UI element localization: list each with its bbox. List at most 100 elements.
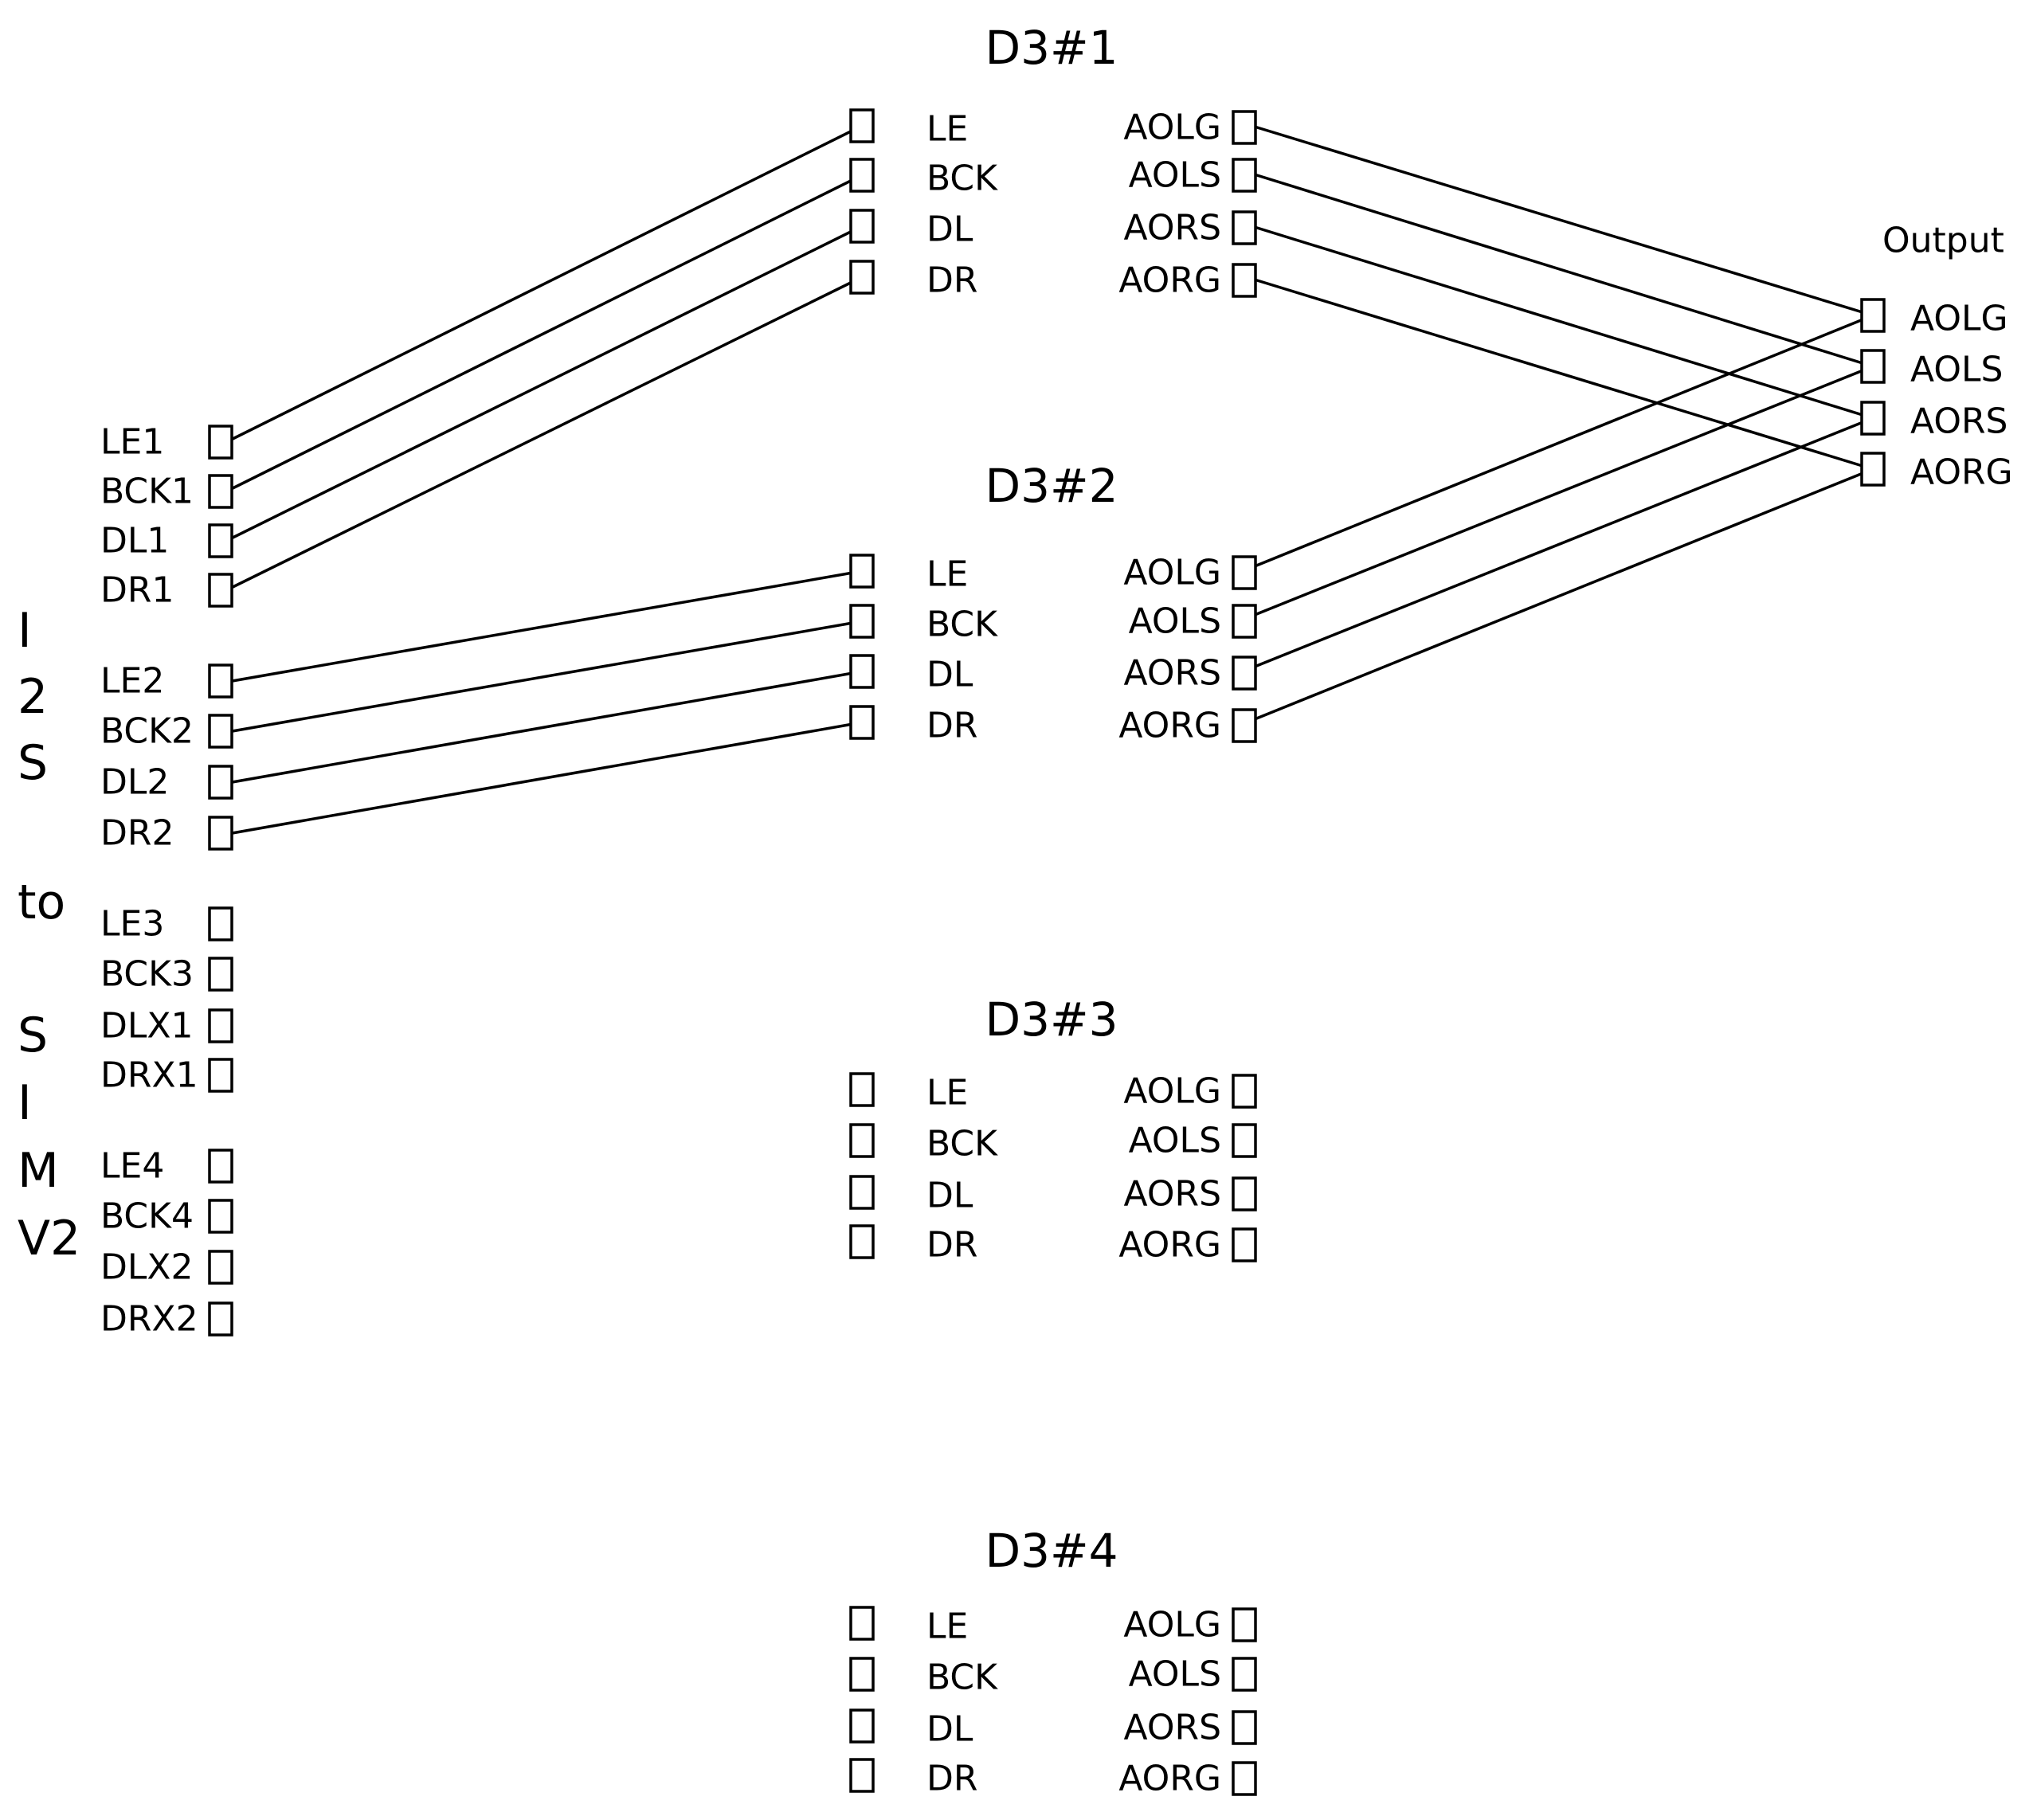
chip-output-pin — [1232, 158, 1257, 193]
source-pin-label: BCK3 — [100, 954, 194, 995]
chip-input-pin — [849, 260, 875, 295]
source-pin-label: BCK2 — [100, 711, 194, 752]
chip-input-label: DR — [926, 260, 977, 301]
connection-wire — [222, 670, 863, 785]
side-label-part: S — [18, 735, 48, 791]
source-pin-label: DLX1 — [100, 1006, 194, 1047]
source-pin-label: LE2 — [100, 661, 164, 702]
chip-output-label: AOLS — [1129, 1121, 1221, 1161]
output-title: Output — [1882, 221, 2004, 261]
chip-output-label: AORS — [1124, 1174, 1221, 1215]
chip-output-pin — [1232, 604, 1257, 639]
chip-input-pin — [849, 1657, 875, 1692]
source-pin-label: BCK1 — [100, 472, 194, 512]
source-pin-label: DL2 — [100, 762, 169, 803]
chip-title: D3#1 — [985, 21, 1118, 75]
chip-output-pin — [1232, 1176, 1257, 1211]
chip-output-pin — [1232, 708, 1257, 743]
source-pin-label: DRX2 — [100, 1299, 198, 1340]
connection-wire — [1246, 276, 1874, 471]
chip-output-pin — [1232, 1710, 1257, 1745]
source-pin-label: BCK4 — [100, 1196, 194, 1237]
chip-output-pin — [1232, 1123, 1257, 1158]
source-pin-label: LE4 — [100, 1146, 164, 1187]
chip-output-label: AOLS — [1129, 1654, 1221, 1695]
chip-output-label: AOLG — [1123, 108, 1221, 148]
chip-input-label: DL — [926, 209, 973, 250]
source-pin — [208, 816, 233, 851]
chip-output-label: AORG — [1118, 1225, 1221, 1266]
chip-output-label: AORS — [1124, 208, 1221, 249]
side-label-part: V2 — [18, 1211, 80, 1266]
chip-output-label: AORG — [1118, 1759, 1221, 1799]
chip-output-pin — [1232, 1074, 1257, 1109]
chip-input-pin — [849, 1175, 875, 1210]
source-pin-label: DRX1 — [100, 1055, 198, 1096]
source-pin — [208, 663, 233, 699]
chip-title: D3#2 — [985, 459, 1118, 513]
chip-input-label: LE — [926, 554, 968, 595]
side-label-part: S — [18, 1008, 48, 1063]
output-pin-label: AORG — [1910, 452, 2013, 493]
source-pin — [208, 425, 233, 460]
chip-output-pin — [1232, 210, 1257, 245]
chip-input-label: DR — [926, 1759, 977, 1799]
chip-output-pin — [1232, 656, 1257, 691]
output-pin — [1860, 349, 1886, 384]
chip-output-pin — [1232, 1761, 1257, 1796]
source-pin-label: LE1 — [100, 422, 164, 463]
chip-output-pin — [1232, 110, 1257, 145]
output-pin — [1860, 452, 1886, 487]
chip-output-pin — [1232, 555, 1257, 590]
side-label-part: I — [18, 603, 32, 659]
wires-layer — [222, 123, 1874, 836]
chip-input-pin — [849, 1072, 875, 1107]
output-pin-label: AOLS — [1910, 350, 2003, 390]
chip-input-pin — [849, 1123, 875, 1158]
chip-input-label: BCK — [926, 159, 998, 199]
chip-output-label: AOLG — [1123, 1605, 1221, 1646]
chip-input-pin — [849, 604, 875, 639]
chip-input-label: DL — [926, 655, 973, 695]
chip-input-label: DL — [926, 1709, 973, 1750]
chip-output-label: AOLG — [1123, 1071, 1221, 1112]
chip-title: D3#4 — [985, 1524, 1118, 1578]
connection-wire — [1246, 365, 1874, 620]
chip-output-pin — [1232, 1227, 1257, 1262]
connection-wire — [222, 225, 863, 544]
output-pin — [1860, 401, 1886, 436]
source-pin — [208, 1250, 233, 1285]
source-pin — [208, 1008, 233, 1043]
connection-wire — [1246, 417, 1874, 671]
output-pin-label: AORS — [1910, 401, 2007, 442]
chip-input-label: LE — [926, 109, 968, 150]
chip-output-pin — [1232, 1657, 1257, 1692]
chip-input-pin — [849, 209, 875, 244]
connection-wire — [1246, 170, 1874, 368]
chip-output-label: AORG — [1118, 260, 1221, 301]
side-label-part: I — [18, 1075, 32, 1131]
connection-wire — [1246, 314, 1874, 571]
connection-wire — [222, 124, 863, 445]
connection-wire — [1246, 468, 1874, 724]
source-pin — [208, 1199, 233, 1234]
chip-input-label: LE — [926, 1607, 968, 1647]
source-pin — [208, 1149, 233, 1184]
connection-wire — [222, 620, 863, 734]
chip-output-pin — [1232, 263, 1257, 298]
chip-output-label: AORS — [1124, 1708, 1221, 1748]
chip-input-pin — [849, 1758, 875, 1793]
source-pin-label: LE3 — [100, 904, 164, 945]
connection-wire — [222, 721, 863, 836]
connection-wire — [222, 276, 863, 593]
side-label-part: M — [18, 1143, 59, 1199]
source-pin-label: DLX2 — [100, 1247, 194, 1288]
source-pin-label: DR2 — [100, 813, 174, 854]
source-pin-label: DL1 — [100, 521, 169, 562]
chip-output-label: AOLS — [1129, 155, 1221, 196]
chip-input-label: DR — [926, 706, 977, 746]
chip-input-pin — [849, 554, 875, 589]
source-pin — [208, 906, 233, 941]
connection-wire — [1246, 223, 1874, 420]
